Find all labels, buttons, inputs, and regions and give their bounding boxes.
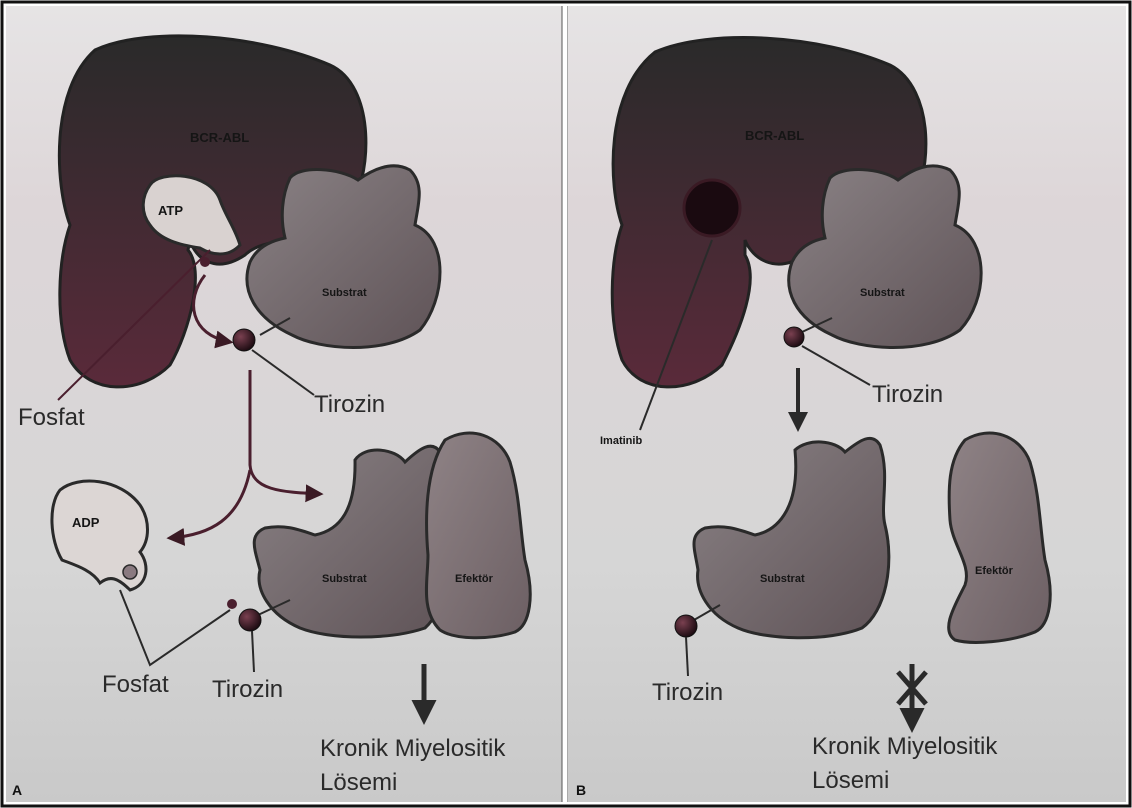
substrate-top-label: Substrat bbox=[322, 287, 367, 299]
substrate-top-label-b: Substrat bbox=[860, 287, 905, 299]
effector-label: Efektör bbox=[455, 573, 494, 585]
phosphate-bottom-dot bbox=[227, 599, 237, 609]
phosphate-bottom-label: Fosfat bbox=[102, 671, 169, 698]
imatinib-label: Imatinib bbox=[600, 435, 642, 447]
tyrosine-top-ball bbox=[233, 329, 255, 351]
adp-label: ADP bbox=[72, 515, 100, 530]
outcome-line-2: Lösemi bbox=[320, 769, 397, 796]
panel-a-letter: A bbox=[12, 782, 22, 798]
tyrosine-top-label: Tirozin bbox=[314, 391, 385, 418]
adp-phosphate-group bbox=[123, 565, 137, 579]
atp-label: ATP bbox=[158, 203, 183, 218]
tyrosine-bottom-ball bbox=[239, 609, 261, 631]
substrate-bottom-label: Substrat bbox=[322, 573, 367, 585]
tyrosine-top-ball-b bbox=[784, 327, 804, 347]
substrate-bottom-label-b: Substrat bbox=[760, 573, 805, 585]
panel-b: BCR-ABL Imatinib Substrat Tirozin Substr… bbox=[568, 6, 1126, 802]
kinase-label-b: BCR-ABL bbox=[745, 128, 804, 143]
tyrosine-top-label-b: Tirozin bbox=[872, 381, 943, 408]
tyrosine-bottom-label-b: Tirozin bbox=[652, 679, 723, 706]
kinase-label: BCR-ABL bbox=[190, 130, 249, 145]
tyrosine-bottom-ball-b bbox=[675, 615, 697, 637]
outcome-line-1-b: Kronik Miyelositik bbox=[812, 733, 998, 760]
imatinib-shape bbox=[684, 180, 740, 236]
outcome-line-1: Kronik Miyelositik bbox=[320, 735, 506, 762]
outcome-line-2-b: Lösemi bbox=[812, 767, 889, 794]
panel-a: BCR-ABL ATP Substrat Tirozin Fosfat ADP … bbox=[6, 6, 562, 802]
tyrosine-bottom-label: Tirozin bbox=[212, 676, 283, 703]
panel-b-letter: B bbox=[576, 782, 586, 798]
phosphate-top-label: Fosfat bbox=[18, 404, 85, 431]
effector-label-b: Efektör bbox=[975, 565, 1014, 577]
phosphate-top-dot bbox=[200, 257, 210, 267]
panel-divider bbox=[562, 6, 568, 802]
